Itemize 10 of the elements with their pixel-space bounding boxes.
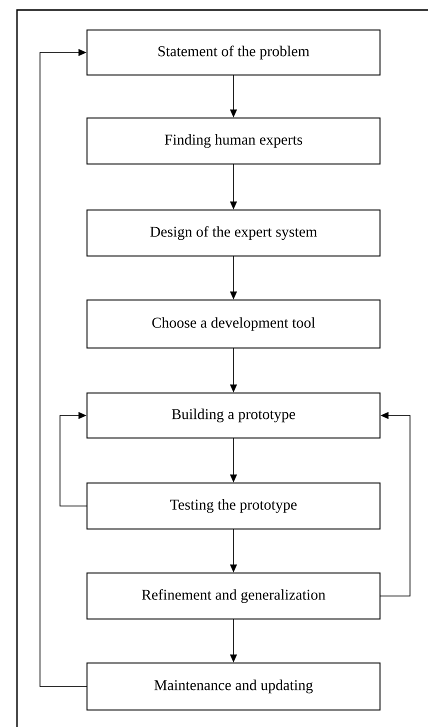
process-box: Statement of the problem [86,30,380,76]
process-box: Choose a development tool [86,300,380,348]
process-box: Maintenance and updating [86,662,380,710]
arrow [60,412,87,506]
process-box: Testing the prototype [86,482,380,530]
process-box: Finding human experts [86,118,380,164]
arrow [40,48,87,687]
process-box: Building a prototype [86,392,380,438]
process-box: Design of the expert system [86,210,380,256]
process-box: Refinement and generalization [86,572,380,620]
